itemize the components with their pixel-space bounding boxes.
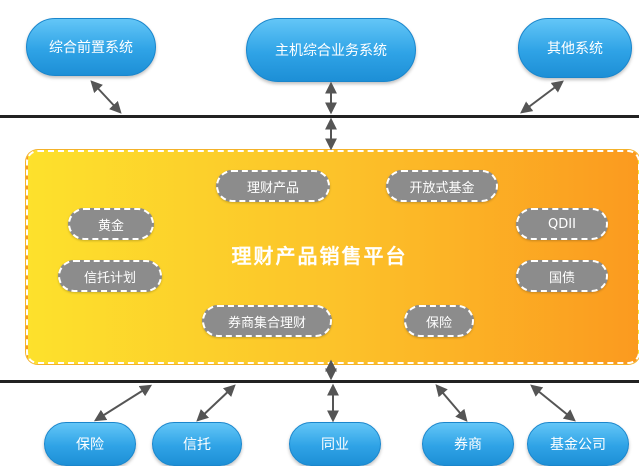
product-gold: 黄金 — [68, 208, 154, 240]
platform-title: 理财产品销售平台 — [231, 244, 408, 268]
arrow-other-bus — [520, 80, 564, 114]
arrow-bus-insurance — [93, 384, 153, 422]
product-insurance-label: 保险 — [425, 315, 452, 331]
top-system-other-label: 其他系统 — [547, 41, 603, 57]
arrow-bus-fund-company — [530, 384, 576, 422]
product-broker-collective: 券商集合理财 — [202, 305, 332, 337]
top-system-front-end-label: 综合前置系统 — [49, 40, 133, 56]
top-system-host-core: 主机综合业务系统 — [246, 18, 416, 82]
bottom-bus-line — [0, 380, 639, 383]
top-system-front-end: 综合前置系统 — [26, 18, 156, 76]
bottom-system-interbank-label: 同业 — [321, 437, 349, 453]
bottom-system-insurance-label: 保险 — [76, 437, 104, 453]
product-broker-collective-label: 券商集合理财 — [227, 315, 306, 331]
bottom-system-fund-company: 基金公司 — [527, 422, 629, 466]
product-gold-label: 黄金 — [97, 218, 124, 234]
top-system-other: 其他系统 — [518, 18, 632, 78]
arrow-bus-trust — [196, 384, 236, 422]
bottom-system-broker: 券商 — [422, 422, 514, 466]
product-treasury: 国债 — [516, 260, 608, 292]
product-open-fund-label: 开放式基金 — [409, 180, 475, 196]
product-qdii: QDII — [516, 208, 608, 240]
top-bus-line — [0, 115, 639, 118]
arrow-bus-broker — [435, 384, 468, 422]
product-open-fund: 开放式基金 — [386, 170, 498, 202]
product-wealth: 理财产品 — [216, 170, 330, 202]
bottom-system-trust-label: 信托 — [183, 437, 211, 453]
product-wealth-label: 理财产品 — [246, 180, 299, 196]
sales-platform — [26, 150, 639, 364]
bottom-system-fund-company-label: 基金公司 — [550, 437, 606, 453]
product-trust-plan: 信托计划 — [58, 260, 162, 292]
product-trust-plan-label: 信托计划 — [83, 270, 136, 286]
bottom-system-broker-label: 券商 — [454, 437, 482, 453]
product-insurance: 保险 — [404, 305, 474, 337]
product-qdii-label: QDII — [548, 216, 576, 232]
product-treasury-label: 国债 — [548, 270, 575, 286]
arrow-front-end-bus — [90, 80, 122, 114]
top-system-host-core-label: 主机综合业务系统 — [275, 43, 387, 59]
bottom-system-trust: 信托 — [152, 422, 242, 466]
